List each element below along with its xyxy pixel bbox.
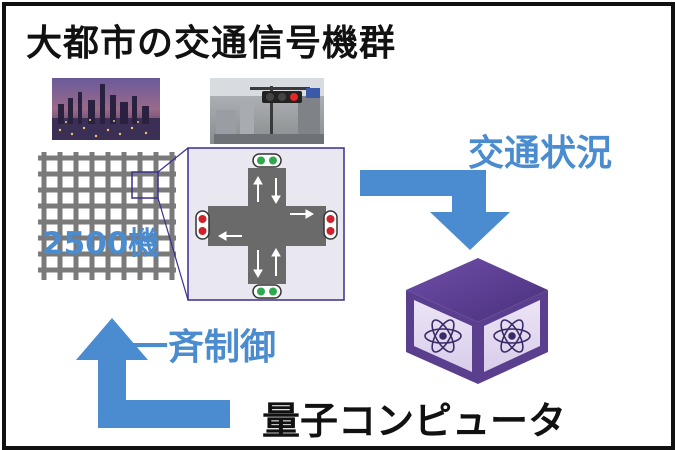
signal-top — [252, 153, 282, 168]
zoom-lines — [157, 147, 189, 301]
traffic-status-arrow — [360, 170, 510, 250]
signal-right — [323, 210, 338, 240]
signal-bottom — [252, 284, 282, 299]
atom-icon — [424, 319, 462, 353]
batch-control-arrow — [76, 318, 230, 428]
quantum-cube — [406, 258, 548, 384]
batch-control-label: 一斉制御 — [132, 327, 277, 368]
diagram-title: 大都市の交通信号機群 — [26, 23, 397, 64]
quantum-computer-label: 量子コンピュータ — [262, 399, 567, 443]
signal-left — [195, 210, 210, 240]
traffic-status-label: 交通状況 — [468, 133, 613, 174]
city-night-photo — [52, 78, 160, 140]
traffic-light-photo — [210, 78, 324, 144]
grid-count-label: 2500機 — [42, 226, 160, 262]
atom-icon — [493, 319, 531, 353]
street-grid — [36, 150, 176, 282]
intersection — [187, 147, 345, 301]
